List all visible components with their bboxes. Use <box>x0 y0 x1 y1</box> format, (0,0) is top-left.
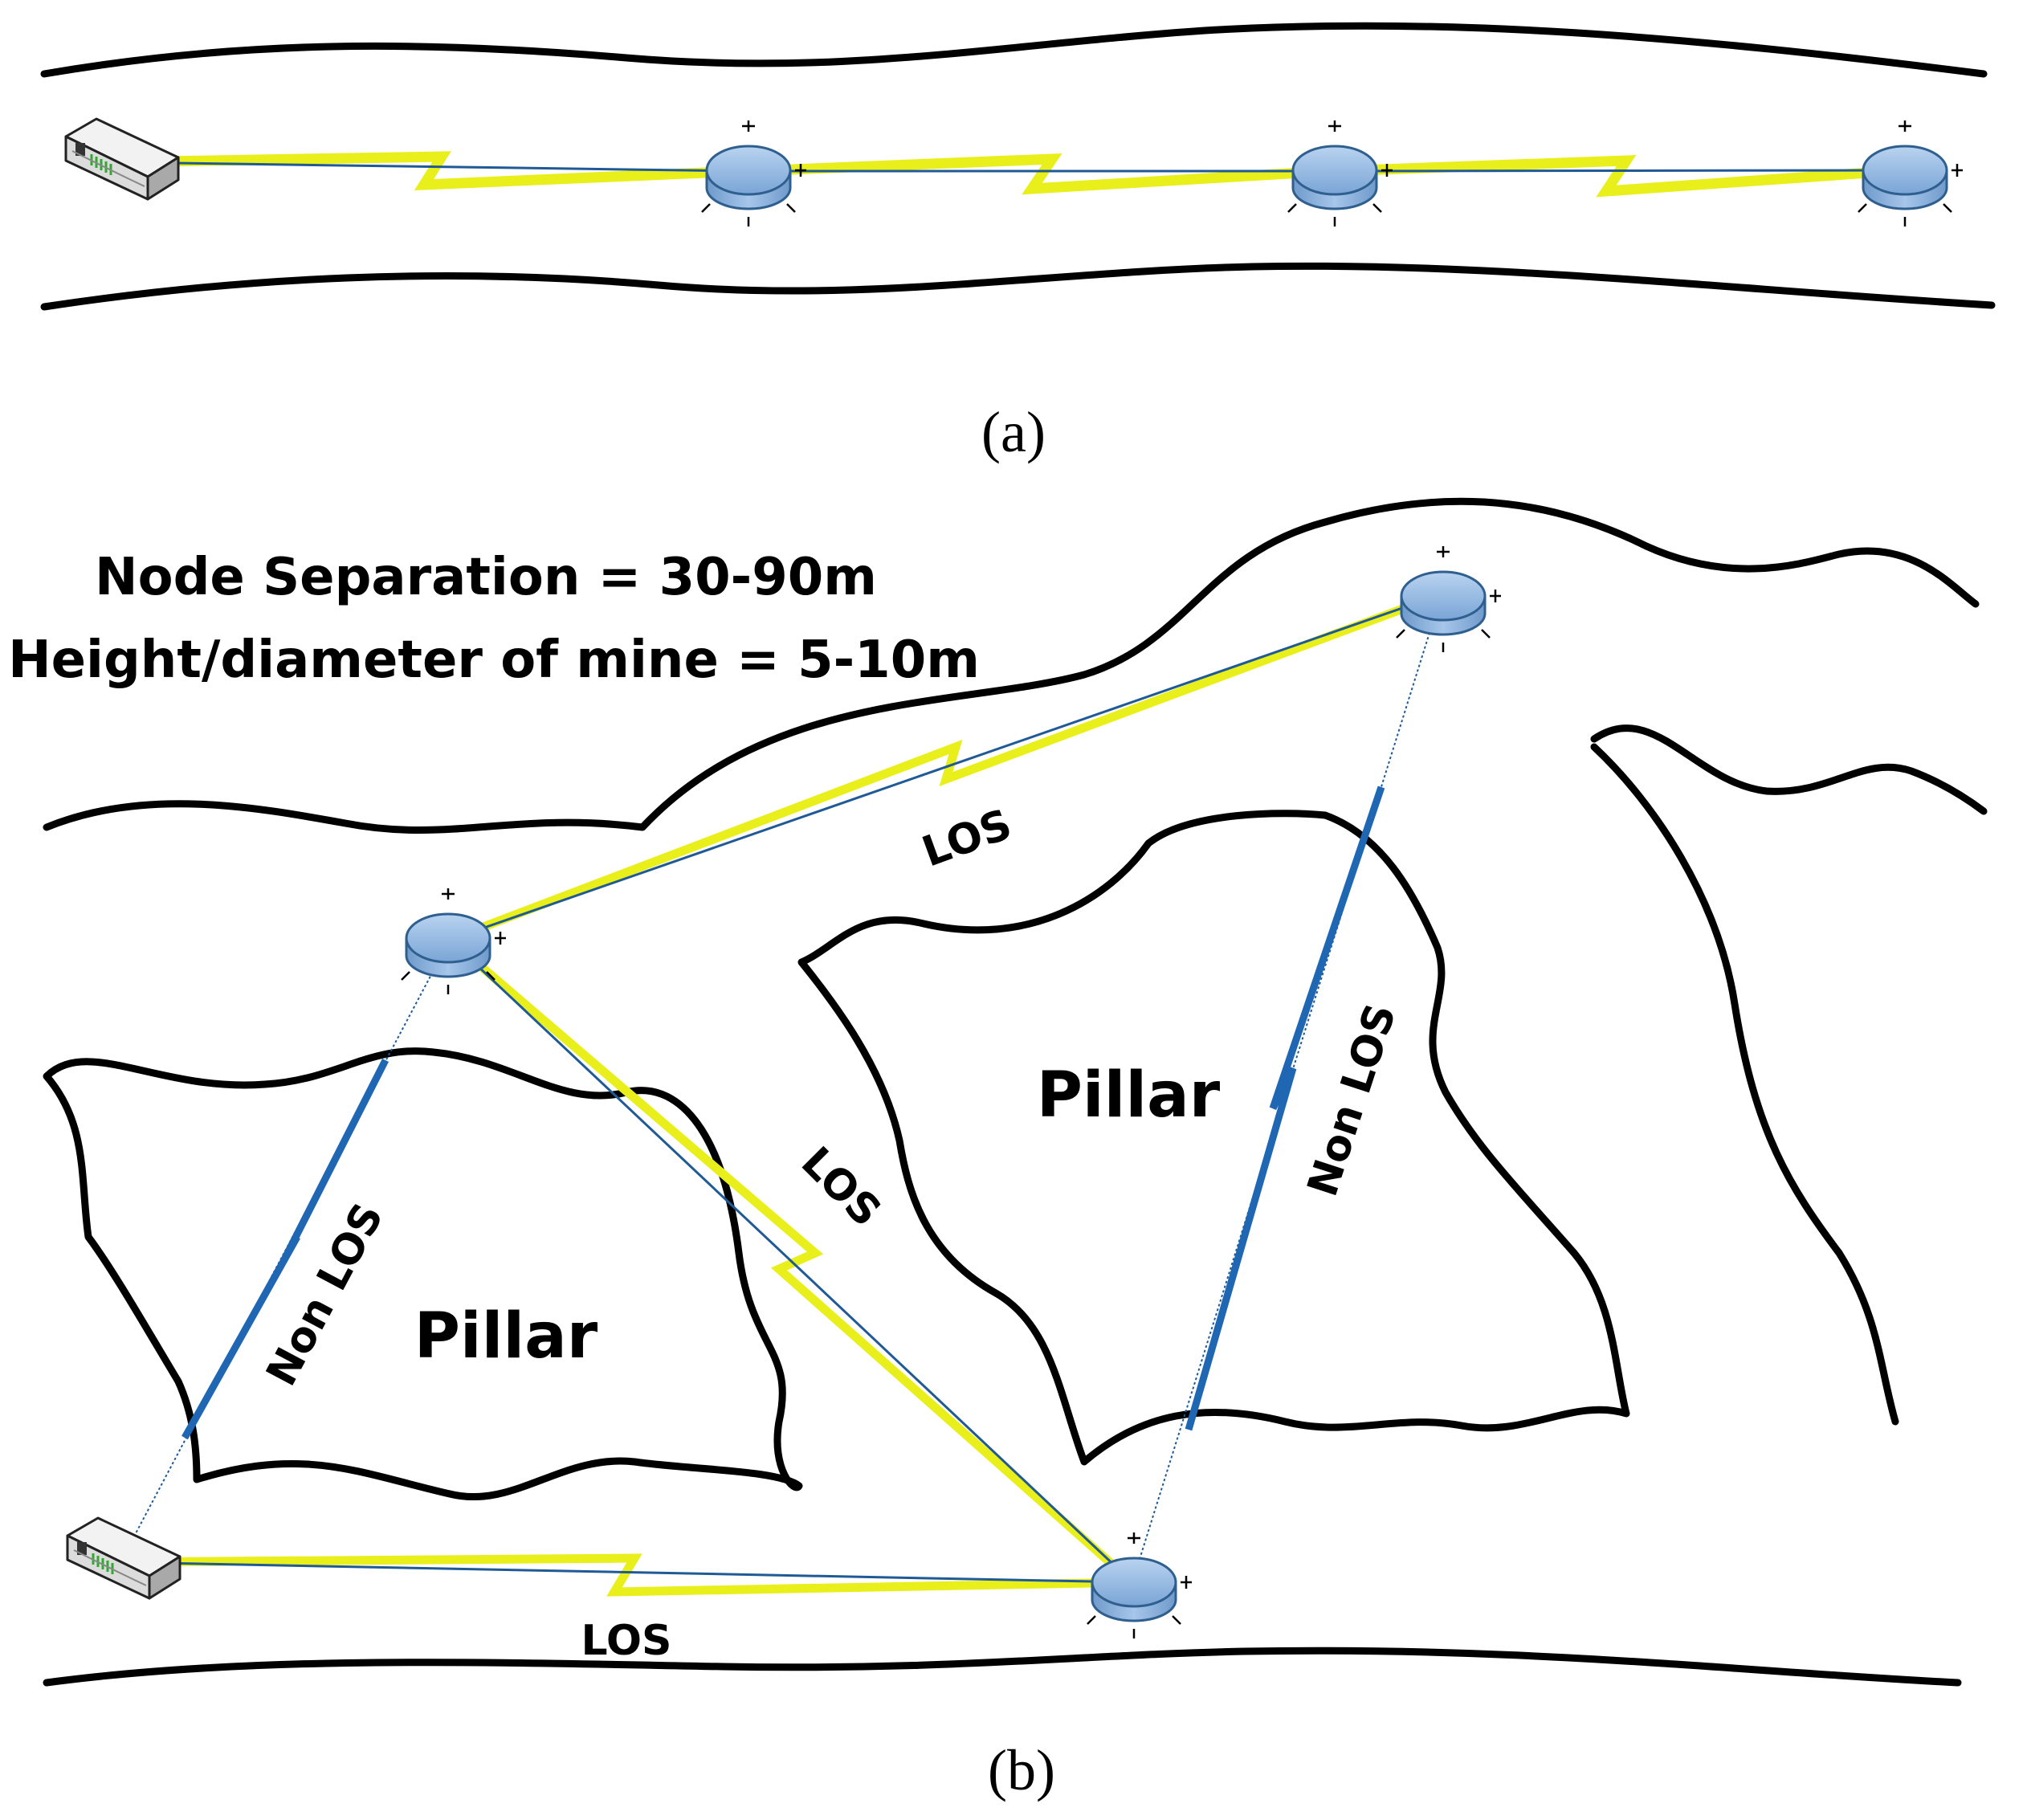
panel-b: Node Separation = 30-90m Height/diameter… <box>8 497 1988 1802</box>
tunnel-wall-top-a <box>40 22 1988 78</box>
los-label-bottom: LOS <box>581 1617 672 1665</box>
los-link-a2 <box>750 153 1330 195</box>
pillar-left-outline <box>43 1047 803 1501</box>
pillar-right-outline <box>797 810 1630 1466</box>
los-link-bottom: LOS <box>120 1553 1133 1665</box>
sensor-node-icon-a1 <box>700 119 808 228</box>
chain-links-a <box>116 151 1904 198</box>
mine-height-note: Height/diameter of mine = 5-10m <box>8 630 980 690</box>
gateway-icon-b <box>66 1516 181 1600</box>
caption-b: (b) <box>988 1738 1055 1802</box>
sensor-node-icon-a2 <box>1287 119 1394 228</box>
caption-a: (a) <box>981 400 1046 464</box>
sensor-node-icon-b3 <box>1086 1531 1193 1640</box>
pillar-right-label: Pillar <box>1037 1059 1221 1132</box>
los-link-a3 <box>1336 155 1904 198</box>
node-separation-note: Node Separation = 30-90m <box>95 548 877 607</box>
los-label-diagonal: LOS <box>792 1138 890 1236</box>
tunnel-wall-top-b <box>43 497 1980 835</box>
nlos-link-left: Non LOS <box>120 939 451 1563</box>
tunnel-wall-bottom-b <box>43 1647 1962 1687</box>
sensor-node-icon-b2 <box>1395 545 1503 654</box>
tunnel-wall-bottom-a <box>40 262 1996 311</box>
los-link-a1 <box>116 151 744 191</box>
tunnel-wall-right-drop-b <box>1590 743 1899 1426</box>
sensor-node-icon-a3 <box>1857 119 1964 228</box>
nlos-label-right: Non LOS <box>1299 998 1405 1202</box>
pillar-left-label: Pillar <box>414 1300 598 1373</box>
los-label-top: LOS <box>916 801 1018 877</box>
panel-a: (a) <box>40 22 1996 464</box>
gateway-icon-a <box>64 117 180 201</box>
nlos-label-left: Non LOS <box>257 1196 393 1394</box>
tunnel-wall-right-b <box>1590 724 1988 815</box>
